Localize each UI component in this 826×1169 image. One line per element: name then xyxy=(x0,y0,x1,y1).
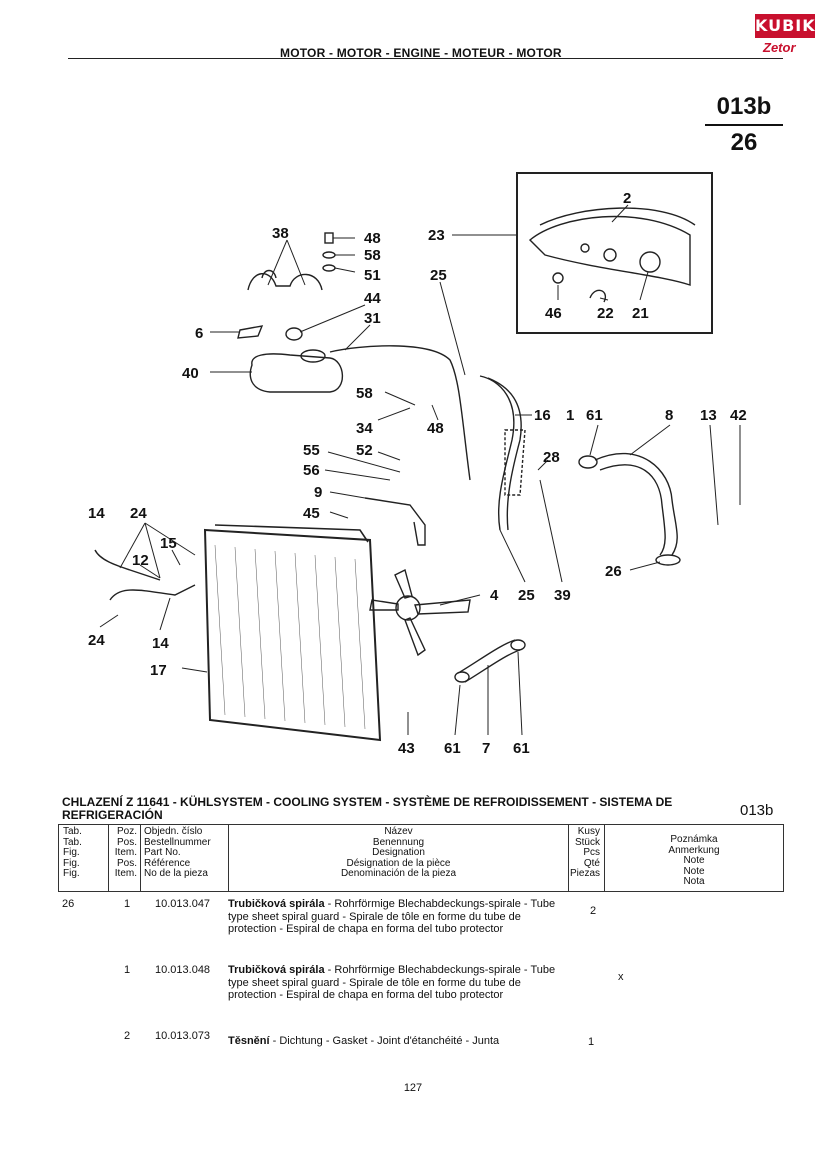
row-part-no: 10.013.048 xyxy=(155,964,211,976)
callout-label: 7 xyxy=(482,740,490,757)
callout-label: 40 xyxy=(182,365,199,382)
page-number: 127 xyxy=(403,1082,423,1094)
col-tab: Tab.Tab.Fig.Fig.Fig. xyxy=(59,825,109,891)
figure-number: 26 xyxy=(730,129,758,156)
callout-label: 58 xyxy=(356,385,373,402)
row-pos: 2 xyxy=(124,1030,131,1042)
cooling-system-exploded-diagram: 2 23 38 48 58 51 25 44 31 6 40 58 34 48 … xyxy=(88,172,747,757)
callout-label: 8 xyxy=(665,407,673,424)
callout-label: 34 xyxy=(356,420,373,437)
callout-label: 15 xyxy=(160,535,177,552)
row-qty: 1 xyxy=(588,1036,595,1048)
callout-label: 25 xyxy=(430,267,447,284)
callout-label: 2 xyxy=(623,190,631,207)
callout-label: 48 xyxy=(427,420,444,437)
callout-label: 24 xyxy=(88,632,105,649)
row-part-no: 10.013.047 xyxy=(155,898,211,910)
section-code: 013b xyxy=(740,802,774,819)
logo-text-top: KUBIK xyxy=(755,14,815,38)
callout-label: 43 xyxy=(398,740,415,757)
row-description: Trubičková spirála - Rohrförmige Blechab… xyxy=(228,964,556,1001)
callout-label: 44 xyxy=(364,290,381,307)
row-description: Trubičková spirála - Rohrförmige Blechab… xyxy=(228,898,556,935)
row-fig: 26 xyxy=(62,898,75,910)
page-header-title: MOTOR - MOTOR - ENGINE - MOTEUR - MOTOR xyxy=(280,46,562,60)
row-pos: 1 xyxy=(124,898,131,910)
callout-label: 31 xyxy=(364,310,381,327)
callout-label: 22 xyxy=(597,305,614,322)
callout-label: 39 xyxy=(554,587,571,604)
callout-label: 61 xyxy=(444,740,461,757)
group-number: 013b xyxy=(716,93,772,120)
row-description: Těsnění - Dichtung - Gasket - Joint d'ét… xyxy=(228,1035,500,1047)
callout-label: 52 xyxy=(356,442,373,459)
callout-label: 51 xyxy=(364,267,381,284)
callout-label: 38 xyxy=(272,225,289,242)
callout-label: 4 xyxy=(490,587,499,604)
callout-label: 14 xyxy=(88,505,105,522)
callout-label: 55 xyxy=(303,442,320,459)
callout-label: 16 xyxy=(534,407,551,424)
callout-label: 12 xyxy=(132,552,149,569)
callout-label: 48 xyxy=(364,230,381,247)
callout-label: 21 xyxy=(632,305,649,322)
callout-label: 24 xyxy=(130,505,147,522)
callout-label: 25 xyxy=(518,587,535,604)
row-part-no: 10.013.073 xyxy=(155,1030,211,1042)
callout-label: 56 xyxy=(303,462,320,479)
row-pos: 1 xyxy=(124,964,131,976)
callout-label: 58 xyxy=(364,247,381,264)
callout-label: 14 xyxy=(152,635,169,652)
callout-label: 26 xyxy=(605,563,622,580)
callout-label: 46 xyxy=(545,305,562,322)
logo-text-bottom: Zetor xyxy=(763,40,796,55)
callout-label: 28 xyxy=(543,449,560,466)
callout-label: 45 xyxy=(303,505,320,522)
page-reference: 013b 26 xyxy=(705,92,783,158)
callout-label: 6 xyxy=(195,325,203,342)
callout-label: 61 xyxy=(513,740,530,757)
callout-label: 13 xyxy=(700,407,717,424)
row-note: x xyxy=(618,971,624,983)
callout-label: 23 xyxy=(428,227,445,244)
header-divider xyxy=(68,58,783,59)
col-pos: Poz.Pos.Item.Pos.Item. xyxy=(109,825,141,891)
callout-label: 1 xyxy=(566,407,574,424)
inset-frame xyxy=(516,172,713,334)
kubik-logo: KUBIK Zetor xyxy=(755,14,815,68)
parts-table-header: Tab.Tab.Fig.Fig.Fig. Poz.Pos.Item.Pos.It… xyxy=(58,824,784,892)
callout-label: 61 xyxy=(586,407,603,424)
callout-label: 9 xyxy=(314,484,322,501)
fraction-line xyxy=(705,124,783,126)
callout-label: 17 xyxy=(150,662,167,679)
callout-label: 42 xyxy=(730,407,747,424)
row-qty: 2 xyxy=(590,905,597,917)
section-title: CHLAZENÍ Z 11641 - KÜHLSYSTEM - COOLING … xyxy=(62,795,673,822)
